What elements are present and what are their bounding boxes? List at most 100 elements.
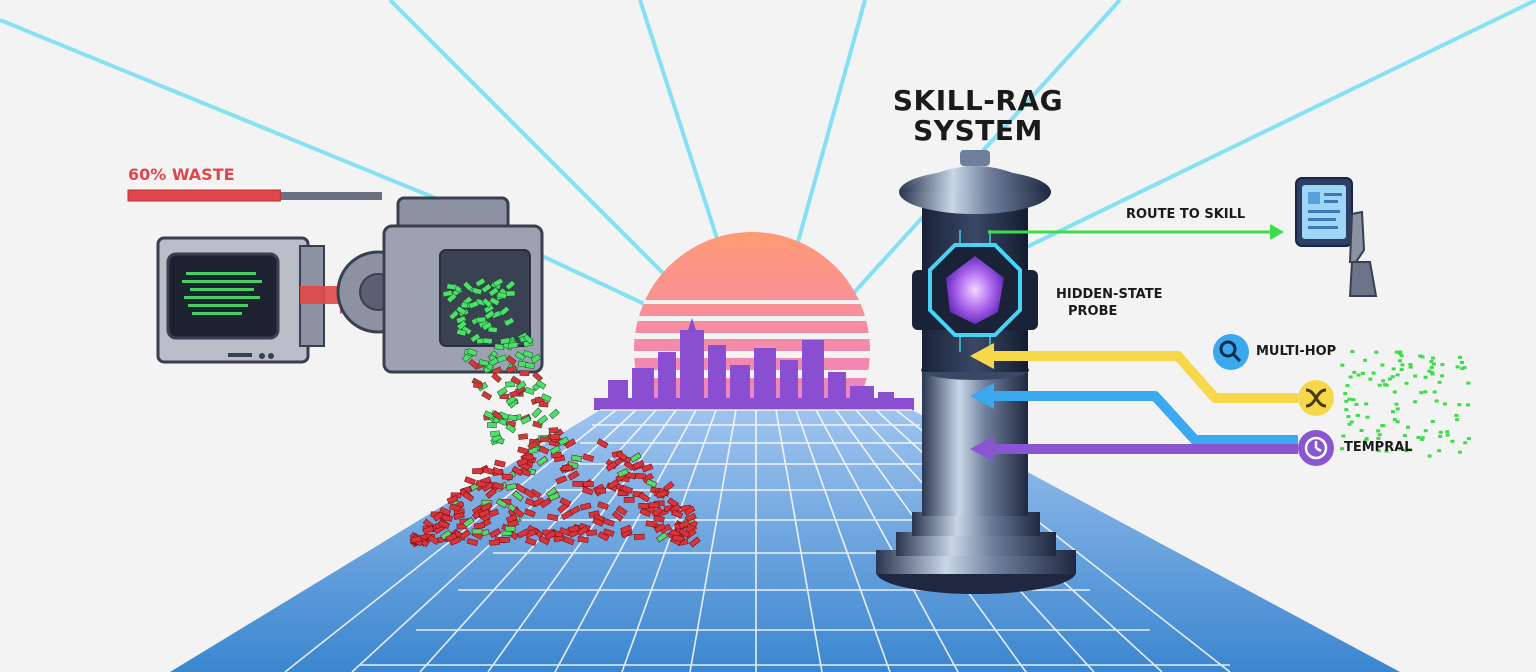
token	[550, 434, 560, 440]
token	[538, 401, 549, 408]
token	[611, 510, 624, 522]
token	[506, 365, 517, 374]
token	[499, 536, 510, 543]
particle	[1380, 363, 1385, 367]
token	[491, 410, 503, 421]
token	[539, 497, 552, 509]
token	[427, 534, 440, 546]
token	[495, 498, 508, 509]
token-stream	[409, 277, 701, 548]
token	[683, 505, 696, 516]
particle	[1429, 370, 1434, 374]
token	[492, 481, 504, 491]
token	[596, 438, 609, 449]
particle	[1384, 449, 1389, 453]
particle	[1430, 420, 1435, 423]
token	[570, 454, 583, 462]
token	[539, 436, 550, 443]
particle	[1457, 450, 1462, 454]
token	[488, 286, 500, 297]
particle	[1349, 420, 1354, 424]
particle	[1376, 429, 1381, 433]
token	[576, 525, 589, 537]
particle	[1434, 399, 1439, 403]
token	[446, 283, 457, 291]
token	[547, 513, 559, 522]
particle	[1445, 433, 1450, 437]
token	[602, 528, 615, 537]
particle	[1377, 383, 1382, 387]
token	[473, 522, 486, 530]
particle	[1352, 370, 1357, 374]
token	[651, 506, 664, 518]
probe-label: HIDDEN-STATE PROBE	[1056, 286, 1162, 320]
token	[516, 457, 529, 467]
particle	[1398, 350, 1403, 354]
particle	[1455, 365, 1460, 369]
particle	[1427, 369, 1432, 373]
particle	[1455, 418, 1460, 422]
particle	[1408, 448, 1412, 452]
token	[439, 506, 452, 517]
token	[568, 525, 580, 533]
particle	[1437, 380, 1442, 384]
token	[469, 332, 481, 343]
token	[472, 381, 484, 389]
token	[508, 341, 519, 349]
token	[475, 480, 488, 488]
token	[466, 537, 479, 546]
particle	[1402, 434, 1407, 438]
token	[471, 508, 484, 520]
token	[684, 512, 697, 523]
particle	[1404, 381, 1409, 385]
token	[638, 491, 651, 503]
token	[449, 503, 461, 512]
token	[492, 277, 504, 288]
particle	[1429, 360, 1434, 363]
token	[485, 487, 497, 499]
token	[478, 359, 490, 367]
token	[536, 455, 549, 467]
token	[459, 529, 471, 541]
token	[623, 496, 635, 503]
token	[487, 326, 498, 333]
middle-arrowhead	[970, 383, 994, 409]
token	[505, 395, 517, 406]
particle	[1355, 413, 1360, 417]
token	[442, 289, 453, 298]
token	[503, 317, 515, 327]
particle	[1391, 410, 1395, 414]
token	[653, 515, 665, 523]
token	[579, 502, 592, 511]
particle	[1408, 365, 1413, 369]
query-arrows	[990, 351, 1298, 454]
particle	[1419, 437, 1424, 441]
token	[494, 343, 505, 351]
token	[505, 381, 516, 388]
token	[505, 279, 516, 291]
token	[592, 517, 605, 527]
particle	[1347, 397, 1352, 401]
token	[499, 305, 510, 317]
particle	[1450, 439, 1455, 443]
particle	[1442, 402, 1447, 406]
particle	[1350, 350, 1355, 354]
particle	[1466, 403, 1471, 407]
multi-hop-arrowhead	[970, 343, 994, 369]
particle	[1395, 407, 1400, 411]
clock-icon	[1298, 430, 1334, 466]
token	[487, 508, 500, 518]
particle	[1377, 433, 1382, 437]
token	[645, 478, 658, 488]
particle	[1460, 361, 1464, 364]
token	[520, 415, 532, 425]
token	[456, 320, 468, 331]
particle	[1440, 374, 1445, 378]
token	[445, 532, 458, 543]
particle	[1391, 367, 1396, 371]
token	[505, 482, 518, 491]
token	[501, 473, 513, 480]
particle	[1400, 363, 1405, 367]
particle	[1460, 367, 1465, 371]
particle	[1341, 434, 1346, 438]
